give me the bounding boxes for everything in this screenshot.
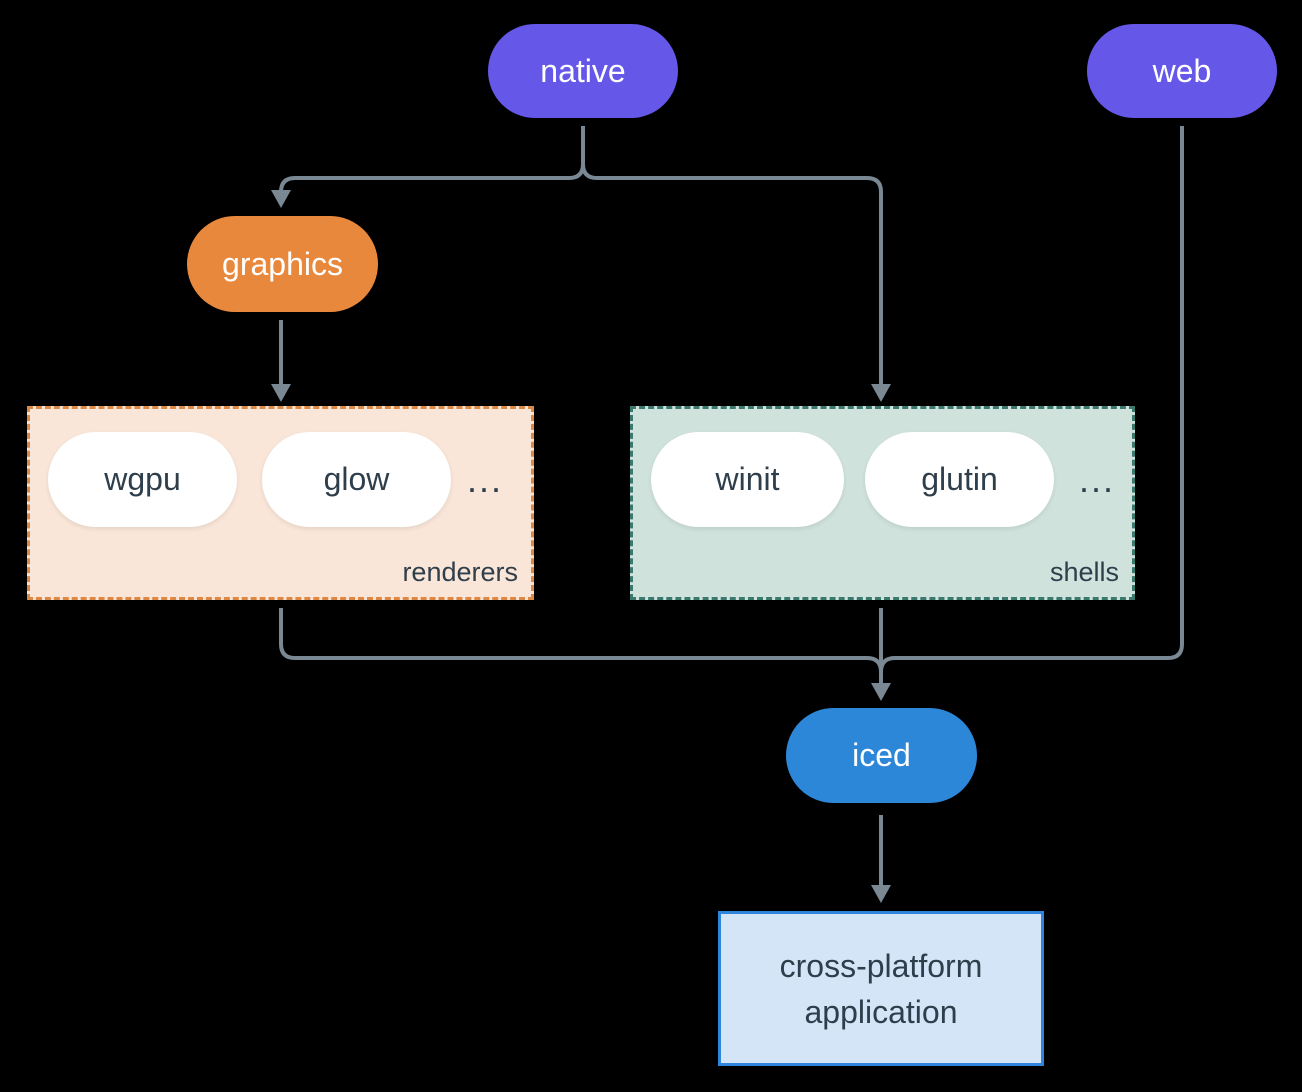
node-iced: iced bbox=[786, 708, 977, 803]
node-glow: glow bbox=[262, 432, 451, 527]
node-glutin: glutin bbox=[865, 432, 1054, 527]
node-cross-platform-application: cross-platform application bbox=[718, 911, 1044, 1066]
group-shells: winit glutin ... shells bbox=[630, 406, 1135, 600]
node-application-label: cross-platform application bbox=[779, 947, 983, 1030]
shells-ellipsis: ... bbox=[1078, 458, 1115, 500]
node-glutin-label: glutin bbox=[921, 461, 998, 497]
node-wgpu-label: wgpu bbox=[104, 461, 181, 497]
edge-native-to-shells bbox=[581, 126, 883, 386]
node-winit: winit bbox=[651, 432, 844, 527]
group-renderers: wgpu glow ... renderers bbox=[27, 406, 534, 600]
arrowhead-shells bbox=[871, 384, 891, 402]
node-graphics: graphics bbox=[187, 216, 378, 312]
arrowhead-graphics bbox=[271, 190, 291, 208]
edge-native-to-graphics bbox=[279, 126, 585, 193]
node-glow-label: glow bbox=[323, 461, 390, 497]
node-native-label: native bbox=[540, 52, 626, 89]
shells-group-label: shells bbox=[1049, 557, 1119, 587]
edge-renderers-to-merge bbox=[279, 608, 883, 673]
node-native: native bbox=[488, 24, 678, 118]
node-web: web bbox=[1087, 24, 1277, 118]
node-iced-label: iced bbox=[852, 737, 911, 773]
arrowhead-application bbox=[871, 885, 891, 903]
arrowhead-renderers bbox=[271, 384, 291, 402]
node-wgpu: wgpu bbox=[48, 432, 237, 527]
renderers-group-label: renderers bbox=[402, 557, 518, 587]
arrowhead-iced bbox=[871, 683, 891, 701]
node-winit-label: winit bbox=[715, 461, 780, 497]
renderers-ellipsis: ... bbox=[466, 458, 503, 500]
node-graphics-label: graphics bbox=[222, 245, 343, 282]
node-web-label: web bbox=[1152, 52, 1212, 89]
